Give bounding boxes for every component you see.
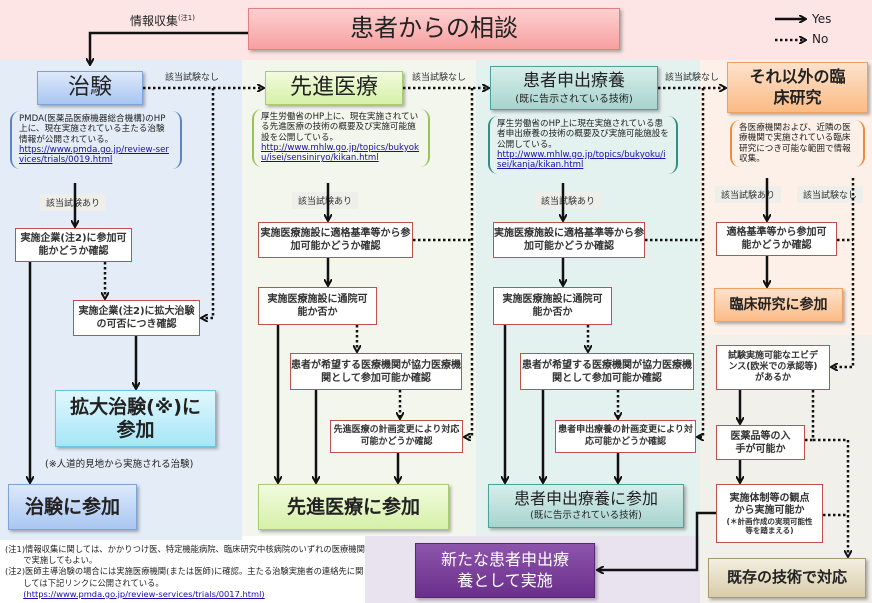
consultation-box: 患者からの相談 <box>248 8 620 50</box>
trial-box: 治験 <box>37 71 143 105</box>
advanced-found-label: 該当試験あり <box>292 192 359 209</box>
expanded-trial-note: (※人道的見地から実施される治験) <box>45 459 194 470</box>
info-label: 情報収集 <box>130 14 179 28</box>
existing-tech-box: 既存の技術で対応 <box>708 558 866 598</box>
footnotes: (注1)情報収集に関しては、かかりつけ医、特定機能病院、臨床研究中核病院のいずれ… <box>5 544 365 600</box>
feasibility-subtext: (＊計画作成の実現可能性等を踏まえる) <box>726 516 813 535</box>
other-research-note: 各医療機関および、近隣の医療機関で実施されている臨床研究につき可能な範囲で情報収… <box>730 120 865 168</box>
trial-note: PMDA(医薬品医療機器総合機構)のHP上に、現在実施されている主たる治験情報が… <box>10 111 182 169</box>
trial-check-expanded: 実施企業(注2)に拡大治験の可否につき確認 <box>73 300 200 336</box>
advanced-title: 先進医療 <box>289 74 378 100</box>
advanced-note: 厚生労働省のHP上に、現在実施されている先進医療の技術の概要及び実施可能施設を公… <box>252 109 430 167</box>
other-result-box: 臨床研究に参加 <box>714 288 843 322</box>
trial-check-participation: 実施企業(注2)に参加可能かどうか確認 <box>15 228 132 262</box>
evidence-question: 試験実施可能なエビデンス(欧米での承認等)があるか <box>716 345 830 390</box>
trial-result-box: 治験に参加 <box>8 484 137 530</box>
legend-no: No <box>812 32 829 46</box>
pcp-result-title: 患者申出療養に参加 <box>513 489 658 509</box>
trial-note-link[interactable]: https://www.pmda.go.jp/review-services/t… <box>19 144 169 166</box>
advanced-not-found-label: 該当試験なし <box>412 73 467 83</box>
info-gathering-label: 情報収集(注1) <box>130 12 195 29</box>
feasibility-question: 実施体制等の観点から実施可能か (＊計画作成の実現可能性等を踏まえる) <box>716 484 823 543</box>
other-research-box: それ以外の臨床研究 <box>727 62 868 113</box>
pcp-result-subtitle: (既に告示されている技術) <box>530 510 642 522</box>
footnote-1: (注1)情報収集に関しては、かかりつけ医、特定機能病院、臨床研究中核病院のいずれ… <box>5 544 365 566</box>
other-note-text: 各医療機関および、近隣の医療機関で実施されている臨床研究につき可能な範囲で情報収… <box>739 123 851 164</box>
expanded-trial-box: 拡大治験(※)に参加 <box>55 390 216 447</box>
advanced-result-box: 先進医療に参加 <box>258 484 449 530</box>
pcp-title: 患者申出療養 <box>523 71 625 92</box>
feasibility-text: 実施体制等の観点から実施可能か <box>729 492 810 516</box>
trial-found-label: 該当試験あり <box>40 194 107 211</box>
pcp-subtitle: (既に告示されている技術) <box>515 93 633 105</box>
footnote-2: (注2)医師主導治験の場合には実施医療機関(または医師)に確認。主たる治験実施者… <box>5 566 364 588</box>
trial-note-text: PMDA(医薬品医療機器総合機構)のHP上に、現在実施されている主たる治験情報が… <box>19 114 166 145</box>
advanced-check-commute: 実施医療施設に通院可能か否か <box>258 287 377 325</box>
new-pcp-box: 新たな患者申出療養として実施 <box>415 543 595 598</box>
pcp-check-commute: 実施医療施設に通院可能か否か <box>493 287 612 325</box>
pcp-not-found-label: 該当試験なし <box>665 73 720 83</box>
advanced-check-cooperation: 患者が希望する医療機関が協力医療機関として参加可能か確認 <box>290 353 462 390</box>
other-check-eligibility: 適格基準等から参加可能かどうか確認 <box>716 222 837 256</box>
pcp-check-cooperation: 患者が希望する医療機関が協力医療機関として参加可能か確認 <box>520 353 694 390</box>
pcp-note-link[interactable]: http://www.mhlw.go.jp/topics/bukyoku/ise… <box>497 149 666 171</box>
pcp-note-text: 厚生労働省のHP上に現在実施されている患者申出療養の技術の概要及び実施可能施設を… <box>497 119 669 150</box>
advanced-check-eligibility: 実施医療施設に適格基準等から参加可能かどうか確認 <box>258 222 413 258</box>
advanced-note-link[interactable]: http://www.mhlw.go.jp/topics/bukyoku/ise… <box>261 142 420 164</box>
pcp-note: 厚生労働省のHP上に現在実施されている患者申出療養の技術の概要及び実施可能施設を… <box>488 116 678 174</box>
consultation-title: 患者からの相談 <box>350 14 518 43</box>
pcp-check-eligibility: 実施医療施設に適格基準等から参加可能かどうか確認 <box>493 222 645 258</box>
footnote-2-link-row: (https://www.pmda.go.jp/review-services/… <box>5 589 365 600</box>
trial-not-found-label: 該当試験なし <box>165 73 220 83</box>
advanced-check-plan-change: 先進医療の計画変更により対応可能かどうか確認 <box>330 420 463 453</box>
footnote-2-link[interactable]: (https://www.pmda.go.jp/review-services/… <box>23 588 265 599</box>
pcp-result-box: 患者申出療養に参加 (既に告示されている技術) <box>488 484 684 528</box>
pcp-box: 患者申出療養 (既に告示されている技術) <box>490 66 658 110</box>
drug-availability-question: 医薬品等の入手が可能か <box>716 425 805 460</box>
pcp-found-label: 該当試験あり <box>535 192 602 209</box>
advanced-note-text: 厚生労働省のHP上に、現在実施されている先進医療の技術の概要及び実施可能施設を公… <box>261 112 419 143</box>
advanced-box: 先進医療 <box>265 71 403 105</box>
info-note: (注1) <box>178 14 195 22</box>
other-found-label: 該当試験あり <box>715 186 782 203</box>
trial-title: 治験 <box>67 74 112 100</box>
other-not-found-label: 該当試験なし <box>797 186 864 203</box>
legend-yes: Yes <box>812 12 832 26</box>
pcp-check-plan-change: 患者申出療養の計画変更により対応可能かどうか確認 <box>555 420 696 453</box>
